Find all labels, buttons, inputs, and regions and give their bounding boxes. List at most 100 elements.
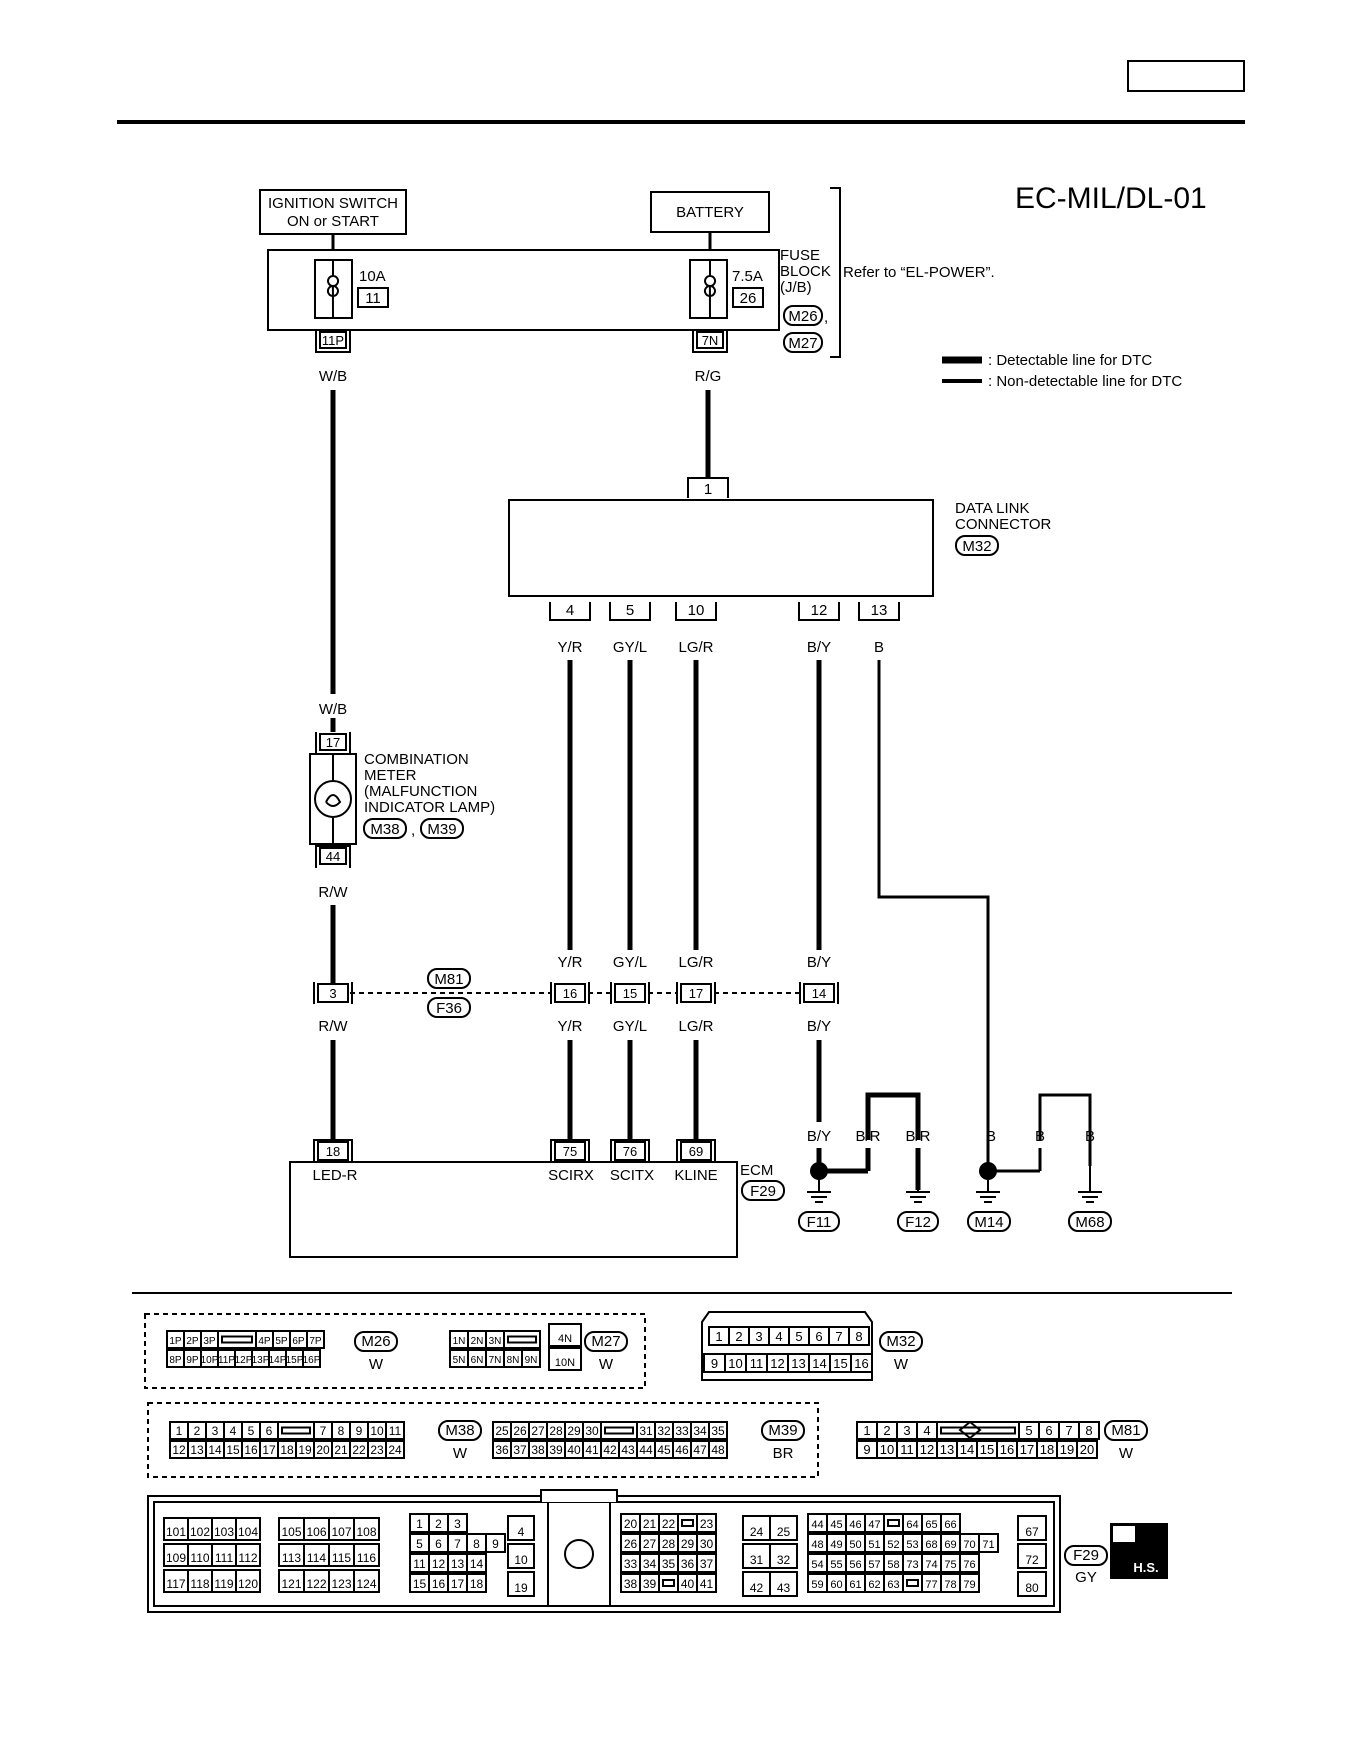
f29-cell: 25 xyxy=(769,1515,798,1541)
svg-text:110: 110 xyxy=(190,1551,209,1565)
svg-text:7: 7 xyxy=(1065,1423,1072,1438)
dlc-pin-13: 13 xyxy=(871,602,888,619)
m39-cell: 28 xyxy=(546,1421,566,1440)
svg-text:13: 13 xyxy=(451,1557,465,1571)
hs-badge-icon xyxy=(1113,1526,1135,1542)
svg-text:7P: 7P xyxy=(309,1336,322,1347)
m81-cell: 16 xyxy=(996,1440,1018,1459)
m27-cell: 9N xyxy=(521,1349,541,1368)
svg-text:25: 25 xyxy=(495,1424,509,1438)
m39-id-oval xyxy=(761,1420,805,1441)
joint-wire-rw: R/W xyxy=(318,1018,348,1035)
m27-cell: 8N xyxy=(503,1349,523,1368)
svg-text:44: 44 xyxy=(639,1443,653,1457)
f29-cell: 80 xyxy=(1017,1571,1047,1597)
m32-cell: 11 xyxy=(745,1353,768,1373)
m81-cell: 3 xyxy=(896,1421,918,1440)
f29-cell: 10 xyxy=(507,1543,535,1569)
svg-text:32: 32 xyxy=(657,1424,671,1438)
meter-wire-top: W/B xyxy=(319,701,347,718)
m39-cell: 36 xyxy=(492,1440,512,1459)
svg-text:11: 11 xyxy=(750,1356,764,1371)
fuse-10a xyxy=(314,259,353,319)
svg-text:20: 20 xyxy=(624,1517,638,1531)
svg-text:13: 13 xyxy=(940,1442,954,1457)
f29-cell: 70 xyxy=(959,1533,980,1553)
m32-cell: 3 xyxy=(748,1326,770,1346)
m38-cell: 14 xyxy=(205,1440,225,1459)
conn-f36-oval xyxy=(427,997,471,1018)
m81-cell: 14 xyxy=(956,1440,978,1459)
svg-text:49: 49 xyxy=(830,1539,842,1551)
ignition-label-1: IGNITION SWITCH xyxy=(268,195,398,212)
m26-cell: 1P xyxy=(166,1330,185,1349)
m38-cell: 2 xyxy=(187,1421,207,1440)
f29-cell: 29 xyxy=(677,1533,698,1553)
m32-cell: 4 xyxy=(768,1326,790,1346)
f29-cell: 7 xyxy=(447,1533,468,1553)
ground-f12-oval xyxy=(897,1211,939,1232)
svg-text:6: 6 xyxy=(266,1424,273,1438)
svg-text:10P: 10P xyxy=(201,1355,219,1366)
svg-text:62: 62 xyxy=(868,1579,880,1591)
svg-text:9: 9 xyxy=(863,1442,870,1457)
m38-cell: 7 xyxy=(313,1421,333,1440)
m27-cell xyxy=(503,1330,541,1349)
f29-cell: 8 xyxy=(466,1533,487,1553)
m39-cell: 35 xyxy=(708,1421,728,1440)
ecm-pin-69: 69 xyxy=(689,1144,703,1159)
svg-text:30: 30 xyxy=(700,1537,714,1551)
m27-id-oval xyxy=(584,1331,628,1352)
m26-cell: 5P xyxy=(272,1330,291,1349)
m39-cell: 41 xyxy=(582,1440,602,1459)
f29-latch xyxy=(540,1489,618,1502)
svg-text:112: 112 xyxy=(238,1551,257,1565)
m39-cell: 40 xyxy=(564,1440,584,1459)
f29-cell: 19 xyxy=(507,1571,535,1597)
m39-cell: 45 xyxy=(654,1440,674,1459)
svg-text:13P: 13P xyxy=(252,1355,270,1366)
svg-text:12: 12 xyxy=(432,1557,446,1571)
m27-cell: 6N xyxy=(467,1349,487,1368)
joint-pin-15-frame xyxy=(610,982,650,1004)
svg-text:15: 15 xyxy=(980,1442,994,1457)
svg-text:104: 104 xyxy=(238,1525,258,1539)
m26-cell: 8P xyxy=(166,1349,185,1368)
f29-cell: 36 xyxy=(677,1553,698,1573)
ground-f12-label: F12 xyxy=(905,1214,931,1231)
meter-pin-44-frame xyxy=(315,845,351,868)
joint-wire-lgr-above: LG/R xyxy=(678,954,713,971)
f29-cell xyxy=(658,1573,679,1593)
pin-7n-label: 7N xyxy=(702,333,719,348)
wire-rg-label: R/G xyxy=(695,368,722,385)
svg-text:9P: 9P xyxy=(186,1355,199,1366)
fuse-block-comma: , xyxy=(824,309,828,326)
svg-text:115: 115 xyxy=(332,1551,351,1565)
svg-text:14: 14 xyxy=(812,1356,826,1371)
ignition-label-2: ON or START xyxy=(287,213,379,230)
m81-cell: 13 xyxy=(936,1440,958,1459)
pin-11p xyxy=(315,330,351,353)
m26-cell: 13P xyxy=(251,1349,270,1368)
f29-cell: 41 xyxy=(696,1573,717,1593)
f29-cell: 47 xyxy=(864,1513,885,1533)
svg-text:12: 12 xyxy=(172,1443,186,1457)
svg-text:10: 10 xyxy=(370,1424,384,1438)
svg-text:16: 16 xyxy=(244,1443,258,1457)
m32-id: M32 xyxy=(886,1333,915,1350)
svg-text:2: 2 xyxy=(435,1517,442,1531)
m81-cell: 10 xyxy=(876,1440,898,1459)
f29-cell: 11 xyxy=(409,1553,430,1573)
dlc-wire-lgr: LG/R xyxy=(678,639,713,656)
ecm-pin-75: 75 xyxy=(563,1144,577,1159)
svg-text:10: 10 xyxy=(514,1553,528,1567)
conn-m39-label: M39 xyxy=(427,821,456,838)
conn-m27-label: M27 xyxy=(788,335,817,352)
f29-cell: 76 xyxy=(959,1553,980,1573)
svg-text:29: 29 xyxy=(567,1424,581,1438)
svg-text:79: 79 xyxy=(963,1579,975,1591)
svg-text:6: 6 xyxy=(435,1537,442,1551)
f29-cell: 107 xyxy=(328,1517,355,1541)
meter-wire-bottom: R/W xyxy=(318,884,348,901)
diagram-title: EC-MIL/DL-01 xyxy=(1015,182,1207,215)
